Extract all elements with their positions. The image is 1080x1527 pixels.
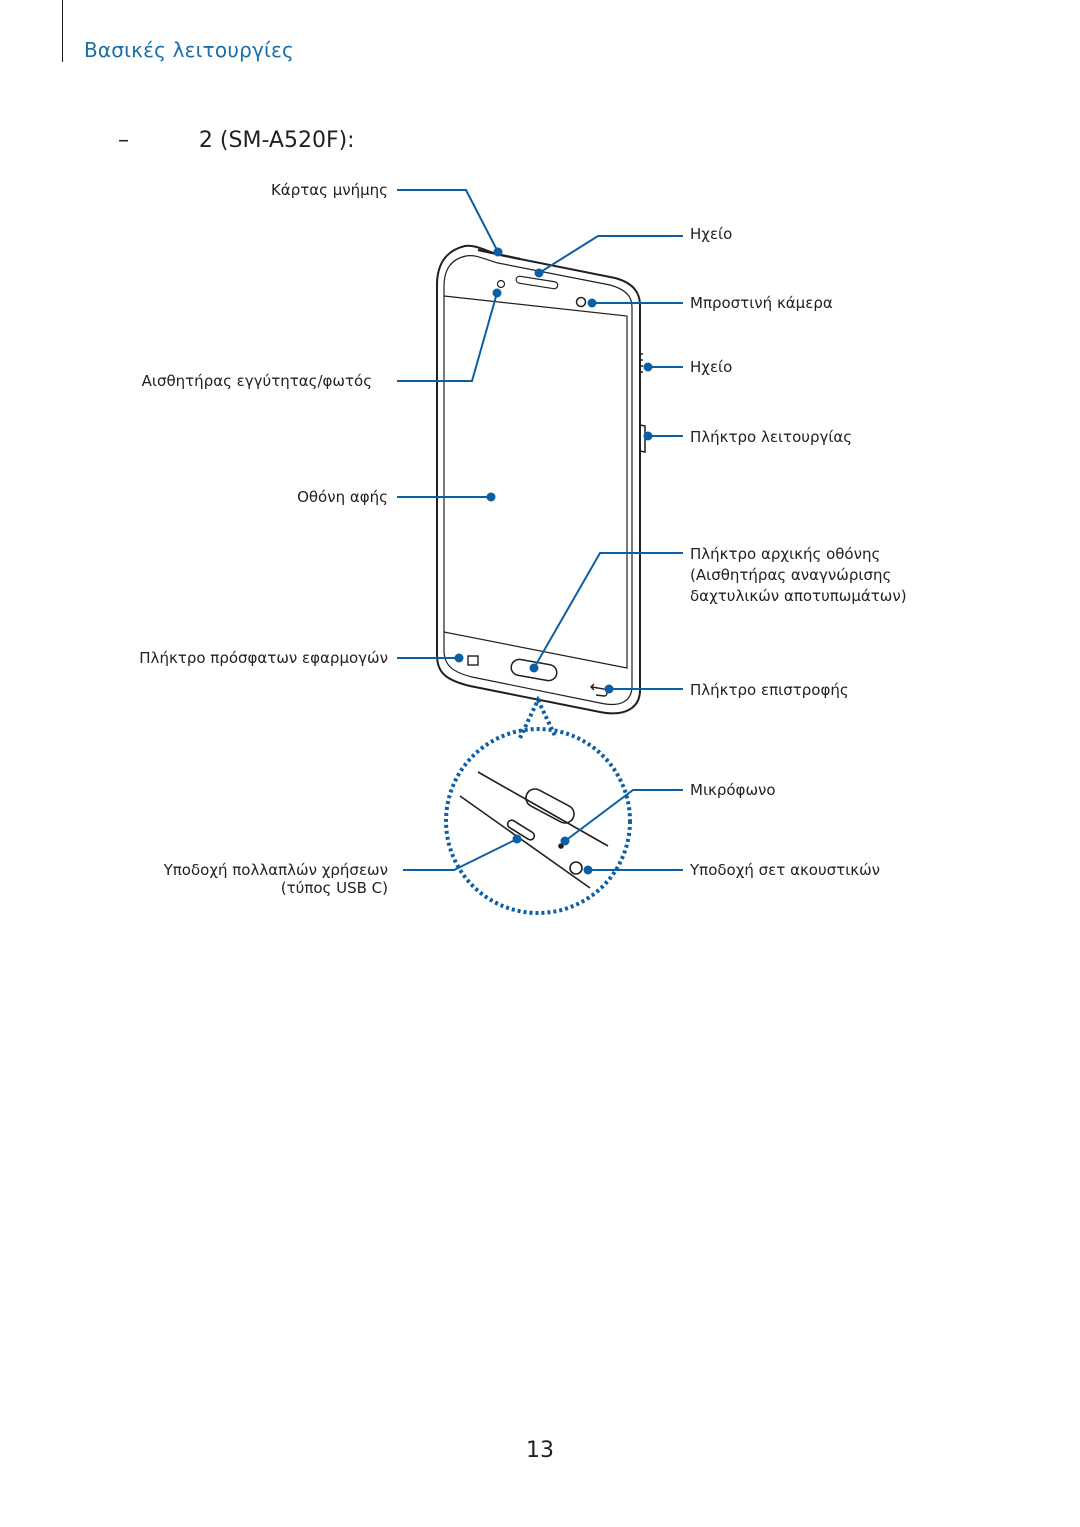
- dot-usb-port: [512, 834, 522, 844]
- dot-speaker: [643, 362, 653, 372]
- label-recent-apps-key: Πλήκτρο πρόσφατων εφαρμογών: [139, 649, 388, 667]
- zoom-home-key: [525, 788, 575, 824]
- zoom-edge-bottom: [459, 795, 591, 889]
- label-home-key-line3: δαχτυλικών αποτυπωμάτων): [690, 587, 907, 605]
- leader-proximity-sensor: [397, 292, 498, 382]
- dot-proximity-sensor: [492, 288, 502, 298]
- phone-inner-bezel: [443, 255, 633, 706]
- bottom-edge-zoom: [444, 695, 632, 915]
- label-home-key: Πλήκτρο αρχικής οθόνης (Αισθητήρας αναγν…: [690, 544, 907, 607]
- label-usb-port-line2: (τύπος USB C): [280, 879, 388, 897]
- label-memory-card: Κάρτας μνήμης: [270, 181, 388, 199]
- dot-earpiece: [534, 268, 544, 278]
- label-proximity-sensor: Αισθητήρας εγγύτητας/φωτός: [141, 372, 372, 390]
- dot-headset-jack: [583, 865, 593, 875]
- zoom-edge-top: [477, 771, 609, 847]
- dot-front-camera: [587, 298, 597, 308]
- dot-back-key: [604, 684, 614, 694]
- dot-power-key: [643, 431, 653, 441]
- leader-memory-card: [397, 189, 499, 253]
- leader-usb-port: [403, 838, 518, 871]
- label-speaker: Ηχείο: [690, 358, 733, 376]
- leader-earpiece: [538, 235, 683, 274]
- dot-home-key: [529, 663, 539, 673]
- label-touchscreen: Οθόνη αφής: [297, 488, 388, 506]
- page-number: 13: [526, 1438, 554, 1463]
- zoom-pointer: [518, 695, 558, 739]
- screen-area: [443, 295, 628, 669]
- dot-touchscreen: [486, 492, 496, 502]
- proximity-sensor-dot: [496, 279, 506, 289]
- label-earpiece: Ηχείο: [690, 225, 733, 243]
- label-microphone: Μικρόφωνο: [690, 781, 776, 799]
- dot-microphone: [560, 836, 570, 846]
- label-home-key-line1: Πλήκτρο αρχικής οθόνης: [690, 545, 881, 563]
- home-key-shape: [510, 658, 558, 682]
- front-camera-lens: [575, 296, 587, 308]
- label-usb-port-line1: Υποδοχή πολλαπλών χρήσεων: [163, 861, 388, 879]
- dot-memory-card: [493, 247, 503, 257]
- back-key-icon: [590, 683, 608, 697]
- header-divider: [62, 0, 63, 62]
- zoom-circle: [444, 727, 632, 915]
- label-back-key: Πλήκτρο επιστροφής: [690, 681, 849, 699]
- earpiece-grille: [515, 275, 559, 290]
- model-heading: – 2 (SM-A520F):: [118, 128, 355, 153]
- speaker-grille: [640, 353, 643, 373]
- callout-leaders: [397, 189, 683, 871]
- label-headset-jack: Υποδοχή σετ ακουστικών: [690, 861, 881, 879]
- dot-recent-apps: [454, 653, 464, 663]
- label-home-key-line2: (Αισθητήρας αναγνώρισης: [690, 566, 892, 584]
- label-usb-port: Υποδοχή πολλαπλών χρήσεων (τύπος USB C): [164, 861, 388, 897]
- zoom-headset-jack: [569, 861, 583, 875]
- leader-microphone: [564, 789, 683, 842]
- label-power-key: Πλήκτρο λειτουργίας: [690, 428, 853, 446]
- section-title: Βασικές λειτουργίες: [84, 38, 294, 62]
- zoom-detail: [459, 771, 609, 889]
- phone-outer-body: [436, 244, 641, 715]
- zoom-usb-port: [506, 819, 536, 841]
- recent-apps-icon: [467, 655, 479, 666]
- zoom-mic-hole: [558, 843, 564, 849]
- leader-home-key: [533, 552, 683, 669]
- callout-dots: [454, 247, 653, 875]
- label-front-camera: Μπροστινή κάμερα: [690, 294, 833, 312]
- phone-illustration: [436, 244, 646, 715]
